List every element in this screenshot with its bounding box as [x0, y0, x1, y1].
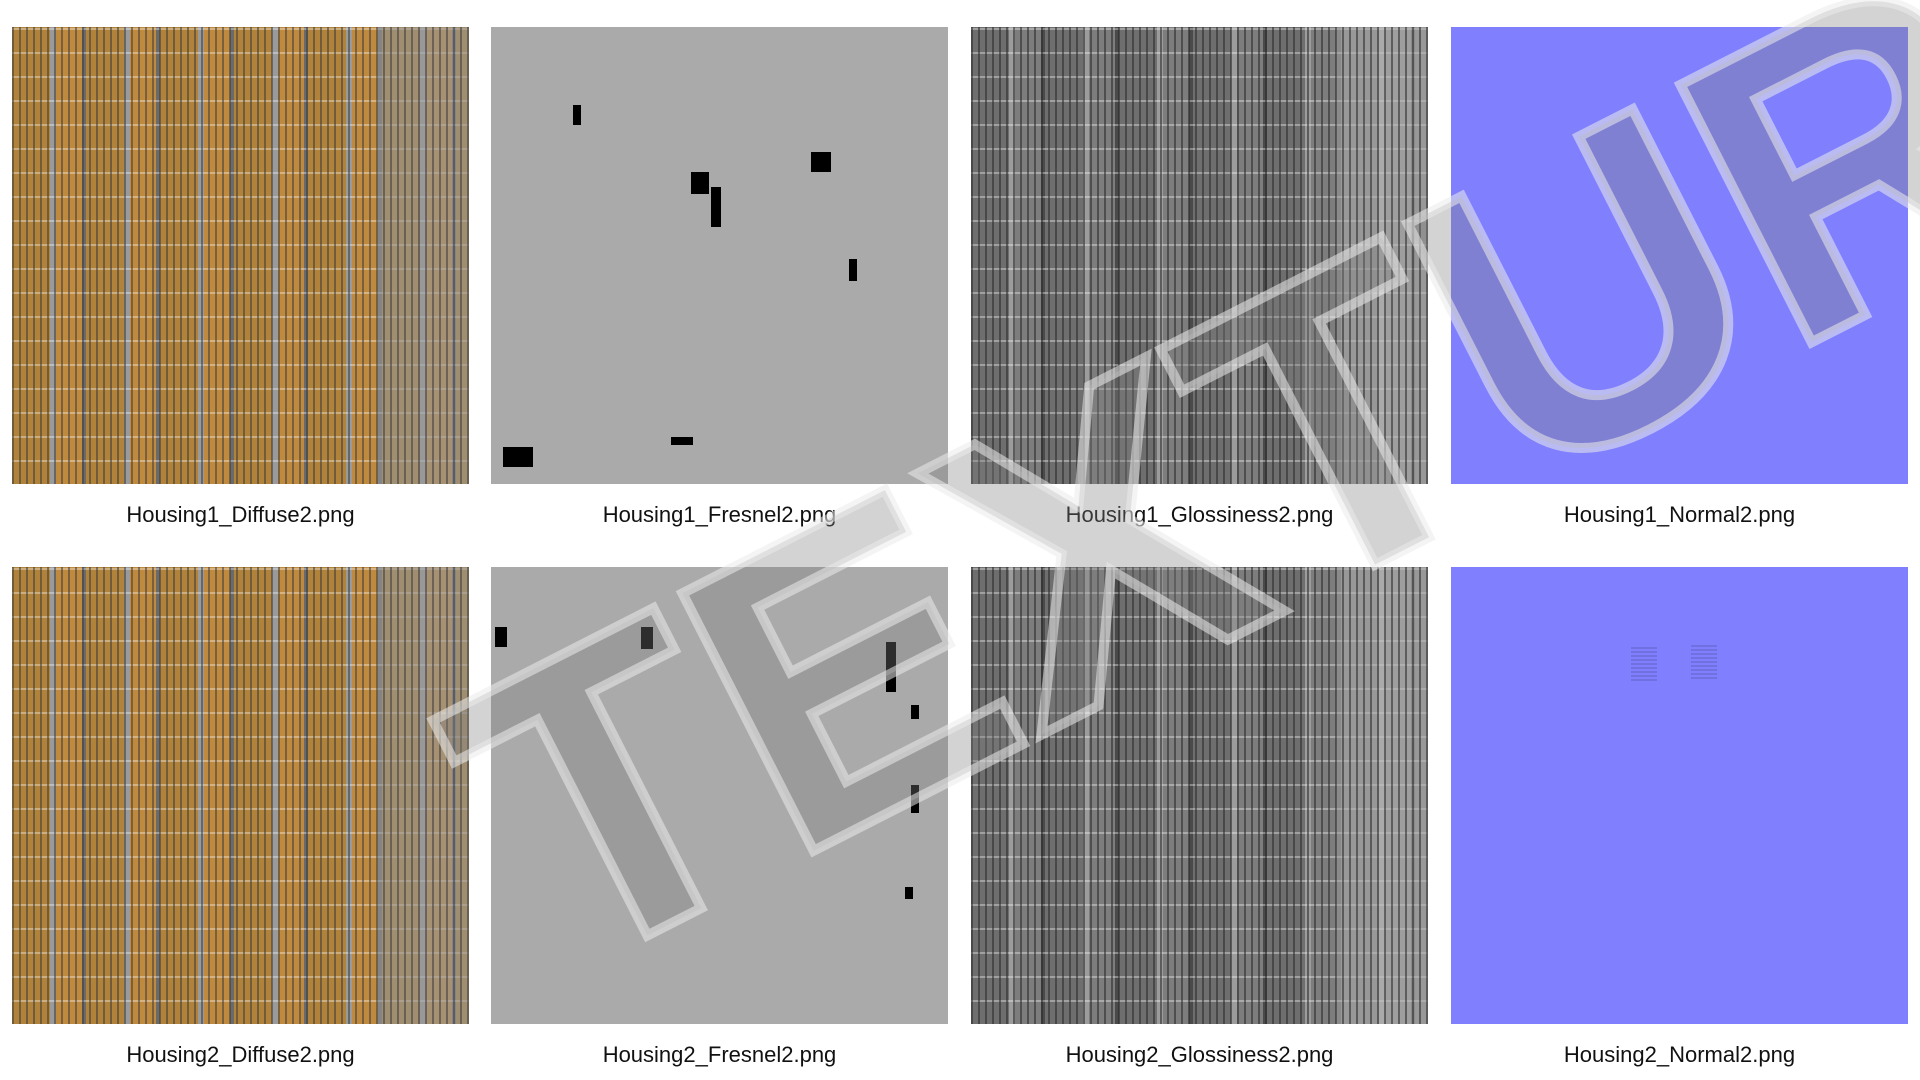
- texture-label: Housing1_Fresnel2.png: [602, 502, 837, 527]
- texture-tile-housing2-fresnel: [491, 567, 948, 1024]
- texture-tile-housing2-glossiness: [971, 567, 1428, 1024]
- texture-tile-housing2-diffuse: [12, 567, 469, 1024]
- texture-tile-housing1-glossiness: [971, 27, 1428, 484]
- texture-label: Housing2_Fresnel2.png: [602, 1042, 837, 1067]
- texture-tile-housing1-fresnel: [491, 27, 948, 484]
- texture-tile-housing2-normal: [1451, 567, 1908, 1024]
- texture-label: Housing2_Glossiness2.png: [1065, 1042, 1334, 1067]
- texture-label: Housing2_Diffuse2.png: [126, 1042, 355, 1067]
- texture-label: Housing2_Normal2.png: [1563, 1042, 1796, 1067]
- texture-tile-housing1-normal: [1451, 27, 1908, 484]
- texture-tile-housing1-diffuse: [12, 27, 469, 484]
- texture-label: Housing1_Normal2.png: [1563, 502, 1796, 527]
- texture-label: Housing1_Glossiness2.png: [1065, 502, 1334, 527]
- texture-label: Housing1_Diffuse2.png: [126, 502, 355, 527]
